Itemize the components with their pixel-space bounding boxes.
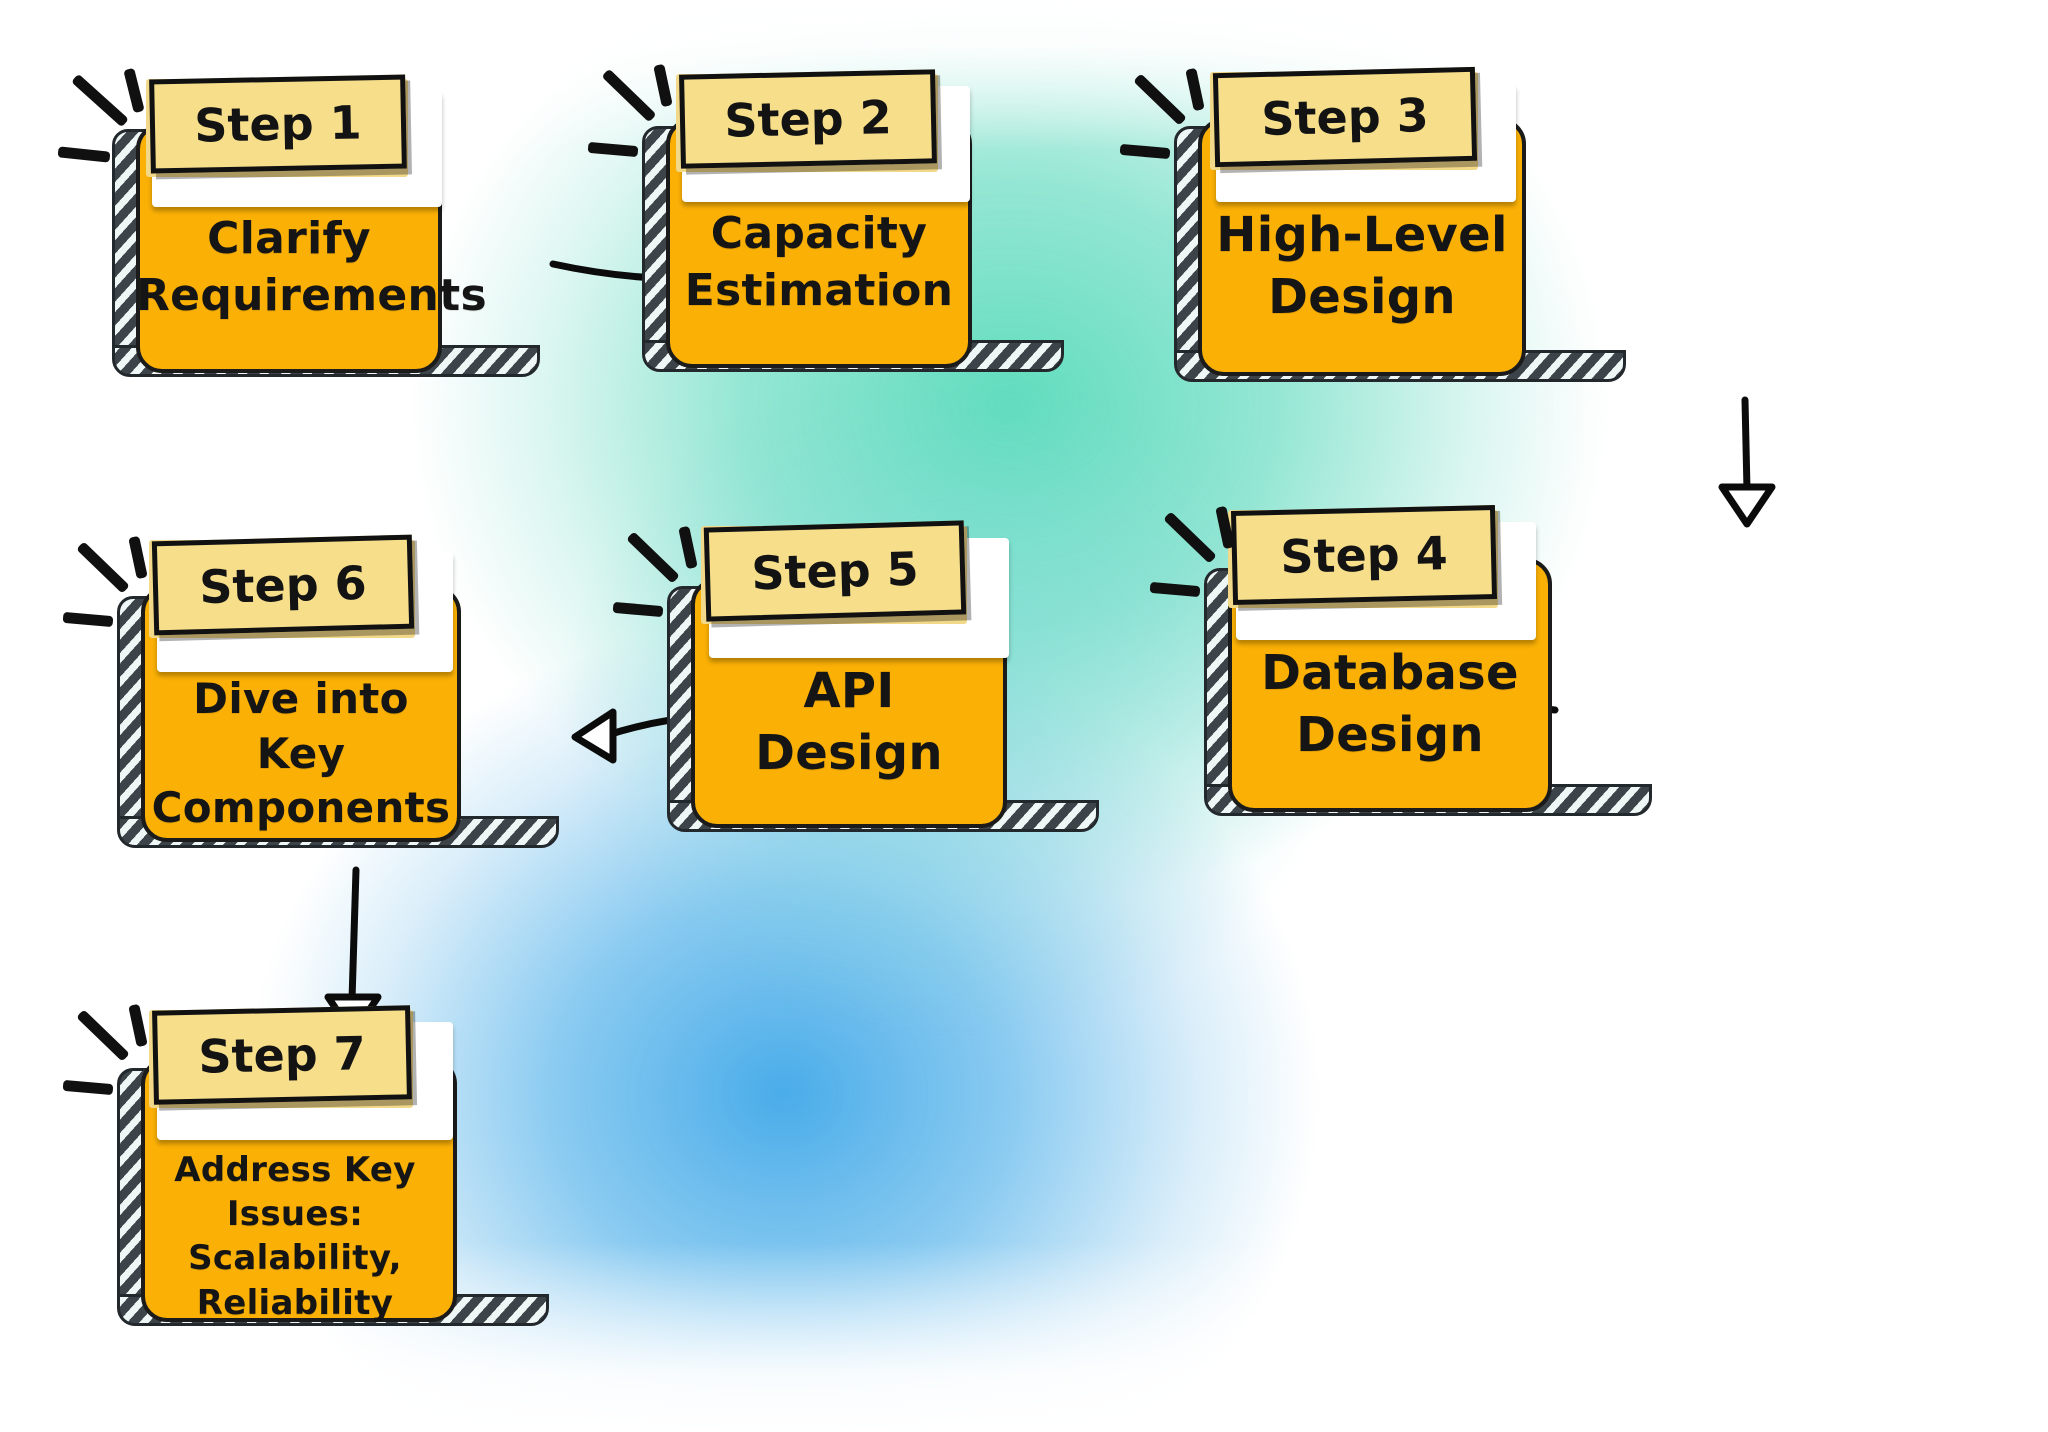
spark-marks-icon	[62, 1003, 157, 1112]
node-step3-tab[interactable]: Step 3	[1212, 66, 1478, 168]
node-step5[interactable]: API Design Step 5	[612, 520, 1125, 850]
spark-marks-icon	[612, 525, 707, 634]
node-step7-tab[interactable]: Step 7	[152, 1005, 412, 1105]
spark-marks-icon	[1119, 67, 1214, 176]
node-step2-tab[interactable]: Step 2	[679, 69, 937, 169]
node-step4[interactable]: Database Design Step 4	[1149, 505, 1682, 835]
node-step4-text: Database Design	[1261, 645, 1519, 764]
node-step7[interactable]: Address Key Issues: Scalability, Reliabi…	[62, 1003, 575, 1340]
node-step4-tab[interactable]: Step 4	[1230, 505, 1498, 605]
background-right-fade	[1528, 0, 2048, 1432]
node-step5-tab[interactable]: Step 5	[703, 520, 967, 622]
node-step5-text: API Design	[755, 663, 943, 782]
spark-marks-icon	[62, 535, 157, 644]
node-step1[interactable]: Clarify Requirements Step 1	[57, 67, 565, 395]
node-step6[interactable]: Dive into Key Components Step 6	[62, 534, 585, 865]
node-step2-text: Capacity Estimation	[684, 208, 954, 317]
node-step6-text: Dive into Key Components	[151, 674, 451, 833]
node-step3-text: High-Level Design	[1216, 207, 1508, 326]
node-step6-tab[interactable]: Step 6	[151, 534, 415, 636]
spark-marks-icon	[587, 63, 682, 172]
node-step7-text: Address Key Issues: Scalability, Reliabi…	[174, 1150, 416, 1323]
node-step1-text: Clarify Requirements	[136, 213, 488, 322]
node-step2[interactable]: Capacity Estimation Step 2	[587, 63, 1095, 390]
node-step3[interactable]: High-Level Design Step 3	[1119, 66, 1652, 397]
spark-marks-icon	[1149, 505, 1244, 614]
node-step1-tab[interactable]: Step 1	[149, 74, 407, 174]
spark-marks-icon	[57, 67, 152, 177]
